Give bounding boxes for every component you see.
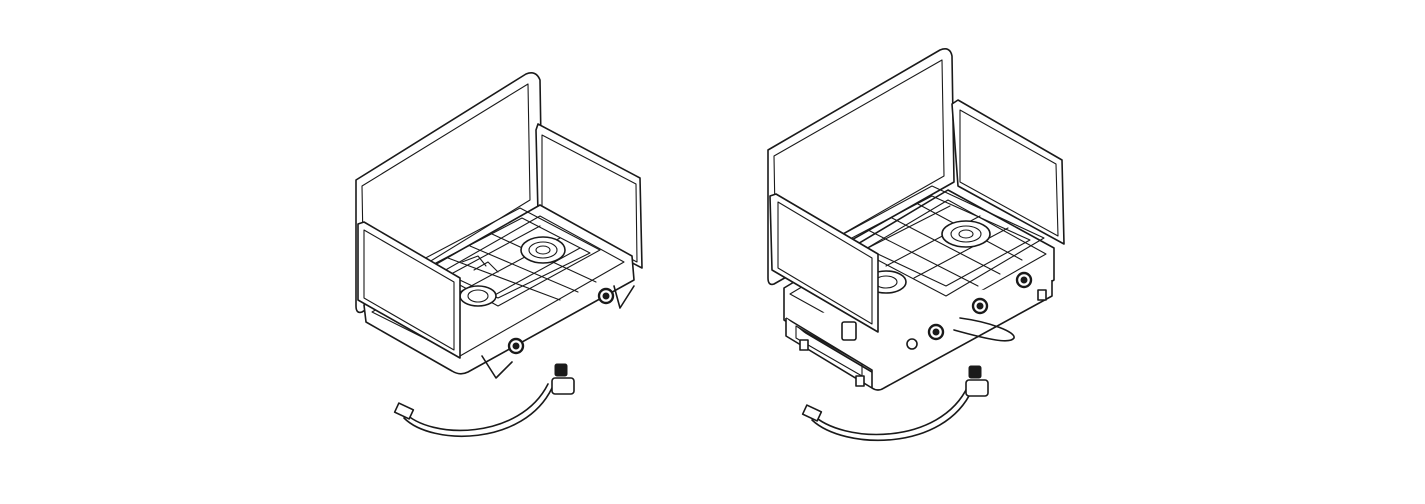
- stove-right-knob-1: [927, 323, 945, 341]
- stove-right-hose-regulator: [965, 365, 989, 397]
- stove-left-burner-rear: [520, 236, 566, 264]
- stove-right: [767, 48, 1065, 442]
- stove-left-burner-front: [459, 285, 497, 307]
- stove-left-leg-right: [613, 285, 635, 309]
- stove-left-knob-2: [597, 287, 615, 305]
- stove-left-hose: [393, 383, 553, 438]
- stove-left-leg-front: [481, 355, 513, 379]
- stove-right-feet: [799, 289, 1047, 387]
- stove-right-front-windscreen: [769, 193, 879, 333]
- stove-right-hose: [801, 385, 973, 442]
- stove-left-hose-regulator: [551, 363, 575, 395]
- stove-left-knob-1: [507, 337, 525, 355]
- stove-right-burner-rear: [941, 220, 991, 248]
- stove-left-front-windscreen: [357, 221, 461, 359]
- stove-left-right-windscreen: [535, 123, 643, 269]
- stove-right-knob-2: [971, 297, 989, 315]
- stove-left: [355, 72, 643, 438]
- stove-right-igniter: [906, 338, 918, 350]
- stove-right-right-windscreen: [951, 99, 1065, 245]
- stove-right-knob-3: [1015, 271, 1033, 289]
- stove-right-handle: [953, 317, 1015, 342]
